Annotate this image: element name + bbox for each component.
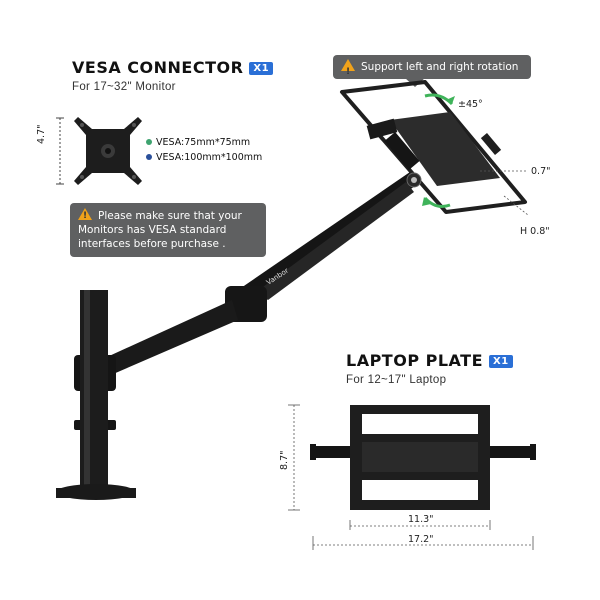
rotation-callout: Support left and right rotation [333,55,531,84]
laptop-plate-diagram [288,404,536,550]
vesa-spec-100: VESA:100mm*100mm [146,152,262,163]
rotation-angle-label: ±45° [458,99,483,110]
warning-icon [78,208,92,223]
hook-height-label: H 0.8" [520,226,550,237]
warning-icon [341,59,355,84]
laptop-subtitle: For 12~17" Laptop [346,374,447,386]
vesa-notice-text: Please make sure that your Monitors has … [78,210,242,250]
tilted-laptop-tray [340,80,527,214]
vesa-notice-callout: Please make sure that your Monitors has … [70,203,266,257]
laptop-title: LAPTOP PLATE [346,351,484,370]
laptop-title-row: LAPTOP PLATE X1 [346,351,513,370]
laptop-height-label: 8.7" [279,450,290,470]
vesa-title: VESA CONNECTOR [72,58,244,77]
laptop-badge: X1 [489,355,513,368]
tray-thickness-label: 0.7" [531,166,551,177]
laptop-inner-width-label: 11.3" [408,514,434,525]
green-dot-icon [146,139,152,145]
vesa-spec-75: VESA:75mm*75mm [146,137,250,148]
blue-dot-icon [146,154,152,160]
laptop-outer-width-label: 17.2" [408,534,434,545]
vesa-badge: X1 [249,62,274,75]
vesa-plate-diagram [56,117,142,185]
vesa-title-row: VESA CONNECTOR X1 [72,58,274,77]
vesa-subtitle: For 17~32" Monitor [72,81,176,93]
rotation-callout-text: Support left and right rotation [361,61,519,73]
rotate-arrow-bottom [423,196,451,208]
